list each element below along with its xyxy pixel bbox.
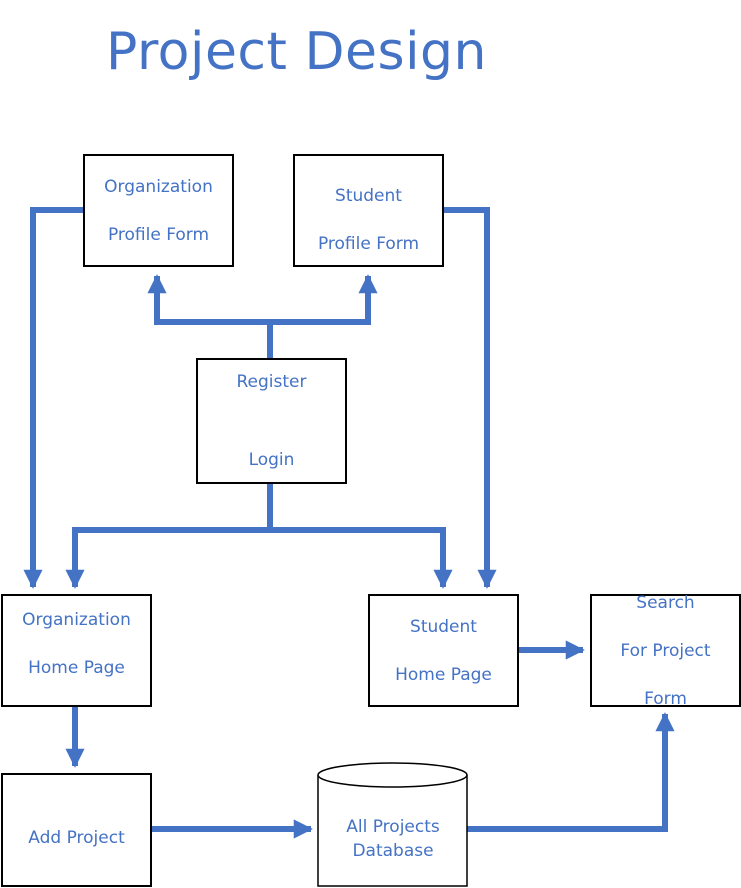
connector-org-profile-to-org-home bbox=[23, 207, 84, 589]
connector-register-to-student-profile bbox=[270, 274, 378, 325]
search-project-form-node: Search For Project Form bbox=[590, 592, 741, 709]
login-label: Login bbox=[248, 450, 295, 470]
node-label: Home Page bbox=[28, 657, 125, 678]
node-label: Student bbox=[335, 185, 402, 206]
connector-database-to-search bbox=[466, 712, 675, 832]
node-label: Profile Form bbox=[107, 224, 210, 245]
node-label: For Project bbox=[620, 640, 711, 661]
node-label: Organization bbox=[22, 609, 131, 630]
add-project-node: Add Project bbox=[1, 773, 152, 887]
node-label: Search bbox=[636, 592, 695, 613]
org-profile-form-node: Organization Profile Form bbox=[83, 154, 234, 267]
register-login-node: Register Login bbox=[196, 358, 347, 484]
register-label: Register bbox=[236, 372, 307, 392]
page-title: Project Design bbox=[106, 22, 487, 82]
node-label: Home Page bbox=[395, 664, 492, 685]
node-label: Profile Form bbox=[317, 233, 420, 254]
node-label: All Projects bbox=[346, 817, 440, 837]
student-home-page-node: Student Home Page bbox=[368, 594, 519, 707]
node-label: Organization bbox=[104, 176, 213, 197]
database-cylinder bbox=[317, 762, 468, 887]
connector-login-to-org-home bbox=[65, 482, 273, 589]
org-home-page-node: Organization Home Page bbox=[1, 594, 152, 707]
node-label: Student bbox=[410, 616, 477, 637]
all-projects-database-label: All Projects Database bbox=[318, 815, 468, 863]
connector-register-to-org-profile bbox=[147, 274, 273, 358]
student-profile-form-node: Student Profile Form bbox=[293, 154, 444, 267]
node-label: Add Project bbox=[28, 828, 125, 848]
node-label: Database bbox=[352, 841, 434, 861]
connector-login-to-student-home bbox=[270, 527, 453, 589]
node-label: Form bbox=[644, 688, 687, 709]
connector-student-profile-to-student-home bbox=[443, 207, 497, 589]
